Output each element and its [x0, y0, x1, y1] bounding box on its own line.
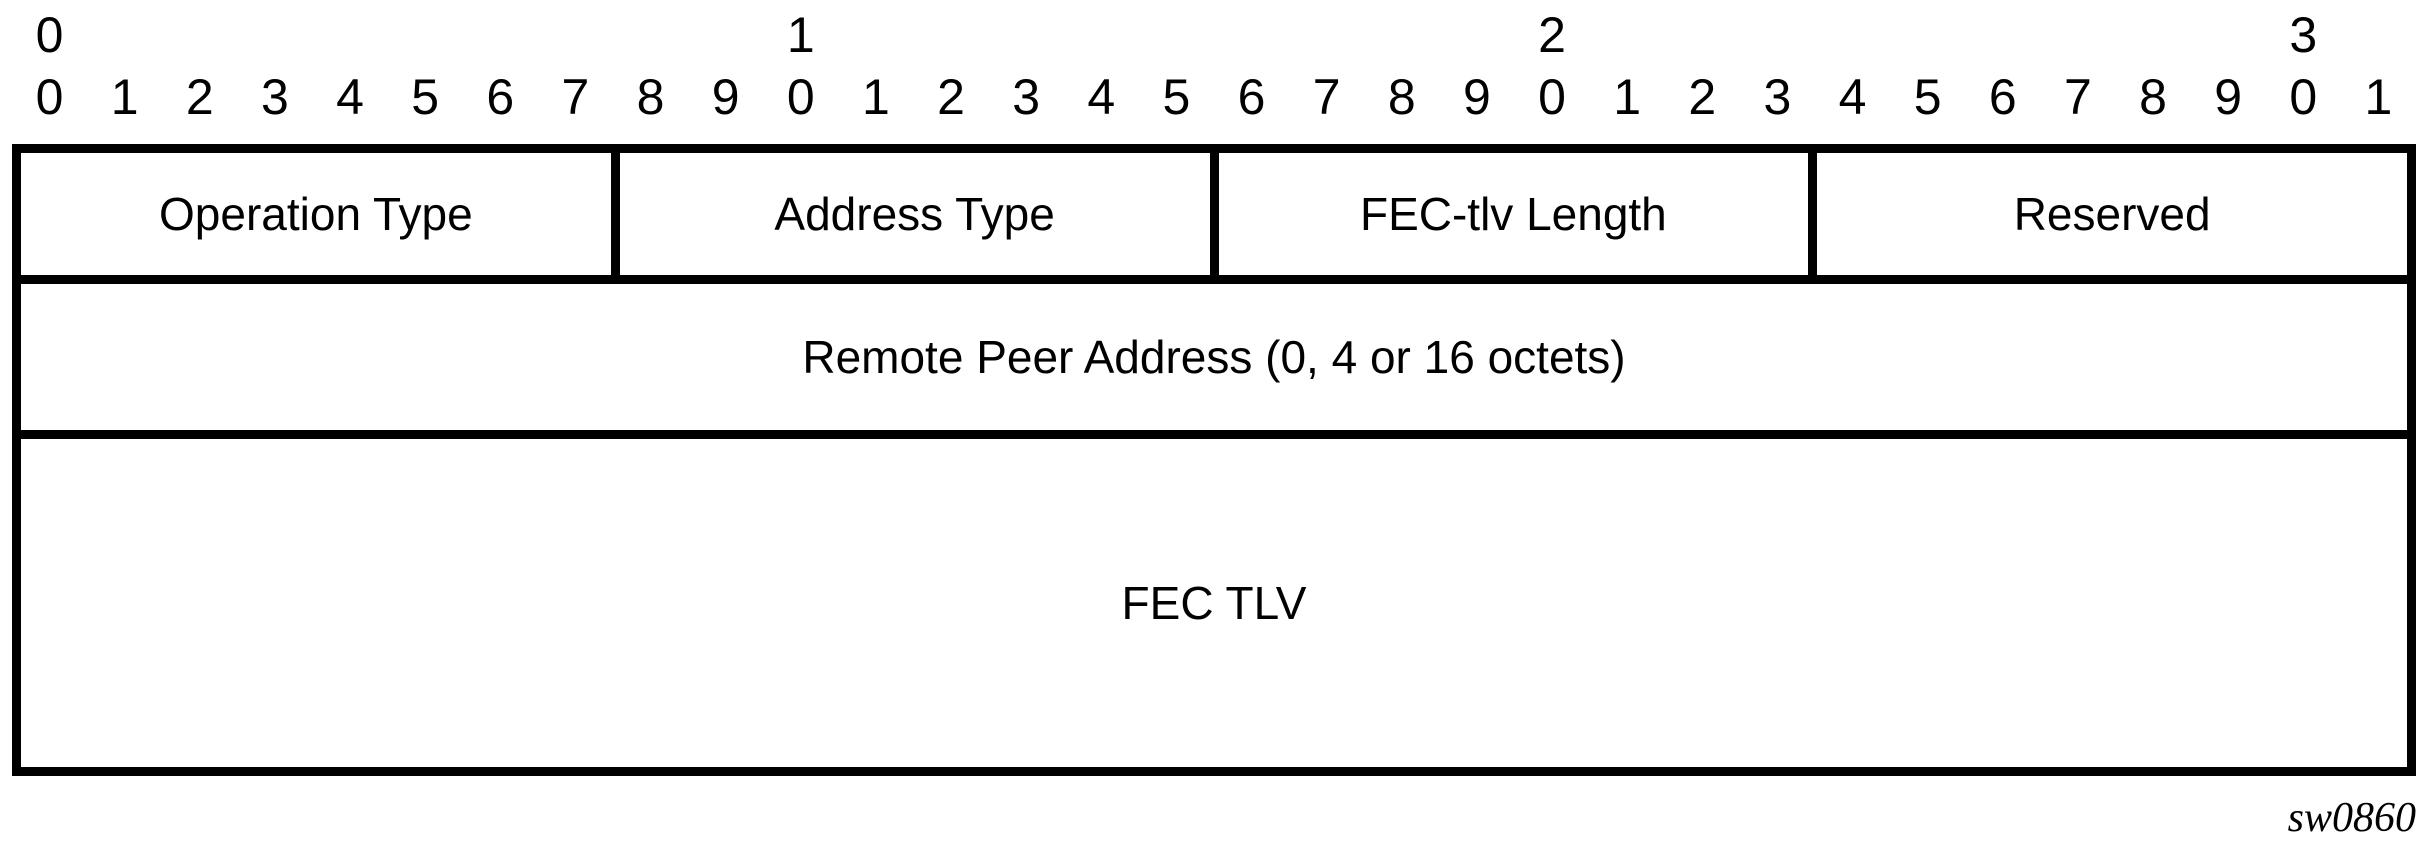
bit-label: 9 — [1463, 69, 1491, 125]
bit-label: 4 — [1838, 69, 1867, 125]
bit-label: 3 — [1763, 69, 1792, 125]
field-label: Operation Type — [159, 188, 473, 240]
field-remote-peer-address: Remote Peer Address (0, 4 or 16 octets) — [21, 284, 2407, 430]
bit-label: 2 — [937, 69, 965, 125]
field-label: Address Type — [774, 188, 1055, 240]
bit-label: 8 — [1387, 69, 1416, 125]
bit-label: 1 — [2364, 69, 2393, 125]
bit-label: 7 — [1312, 69, 1341, 125]
bit-label: 1 — [862, 69, 890, 125]
field-label: FEC-tlv Length — [1359, 188, 1667, 240]
packet-diagram: Operation Type Address Type FEC-tlv Leng… — [12, 144, 2416, 776]
field-label: Remote Peer Address (0, 4 or 16 octets) — [802, 331, 1626, 383]
bit-label: 5 — [1162, 69, 1191, 125]
bit-label: 3 — [1012, 69, 1041, 125]
field-label: Reserved — [2013, 188, 2211, 240]
bit-label: 0 — [786, 69, 815, 125]
bit-label: 6 — [1237, 69, 1266, 125]
bit-tens-label: 2 — [1538, 7, 1566, 63]
bit-label: 2 — [1688, 69, 1717, 125]
bit-label: 5 — [411, 69, 440, 125]
bit-label: 2 — [185, 69, 214, 125]
bit-label: 7 — [561, 69, 590, 125]
bit-label: 6 — [1988, 69, 2017, 125]
bit-label: 7 — [2064, 69, 2092, 125]
bit-label: 6 — [486, 69, 515, 125]
bit-label: 0 — [1538, 69, 1566, 125]
bit-tens-label: 3 — [2289, 7, 2318, 63]
bit-label: 1 — [110, 69, 139, 125]
bit-label: 5 — [1913, 69, 1942, 125]
figure-caption: sw0860 — [2287, 795, 2416, 841]
bit-label: 9 — [711, 69, 740, 125]
field-operation-type: Operation Type — [21, 153, 611, 275]
bit-label: 9 — [2214, 69, 2243, 125]
bit-label: 4 — [1087, 69, 1116, 125]
bit-tens-label: 1 — [786, 7, 815, 63]
field-address-type: Address Type — [619, 153, 1210, 275]
bit-label: 4 — [336, 69, 364, 125]
bit-label: 3 — [261, 69, 289, 125]
field-reserved: Reserved — [1817, 153, 2407, 275]
field-fec-tlv-length: FEC-tlv Length — [1218, 153, 1809, 275]
packet-format-figure: 0 1 2 3 0 1 2 3 4 5 6 7 8 9 0 1 2 3 4 5 … — [12, 8, 2416, 841]
bit-tens-label: 0 — [35, 7, 64, 63]
bit-label: 0 — [35, 69, 64, 125]
bit-label: 1 — [1613, 69, 1642, 125]
bit-label: 0 — [2289, 69, 2318, 125]
bit-label: 8 — [2139, 69, 2167, 125]
bit-ruler-ones: 0 1 2 3 4 5 6 7 8 9 0 1 2 3 4 5 6 7 8 9 … — [12, 70, 2416, 144]
field-fec-tlv: FEC TLV — [21, 439, 2407, 767]
bit-ruler-tens: 0 1 2 3 — [12, 8, 2416, 70]
bit-label: 8 — [636, 69, 665, 125]
field-label: FEC TLV — [1121, 577, 1307, 629]
